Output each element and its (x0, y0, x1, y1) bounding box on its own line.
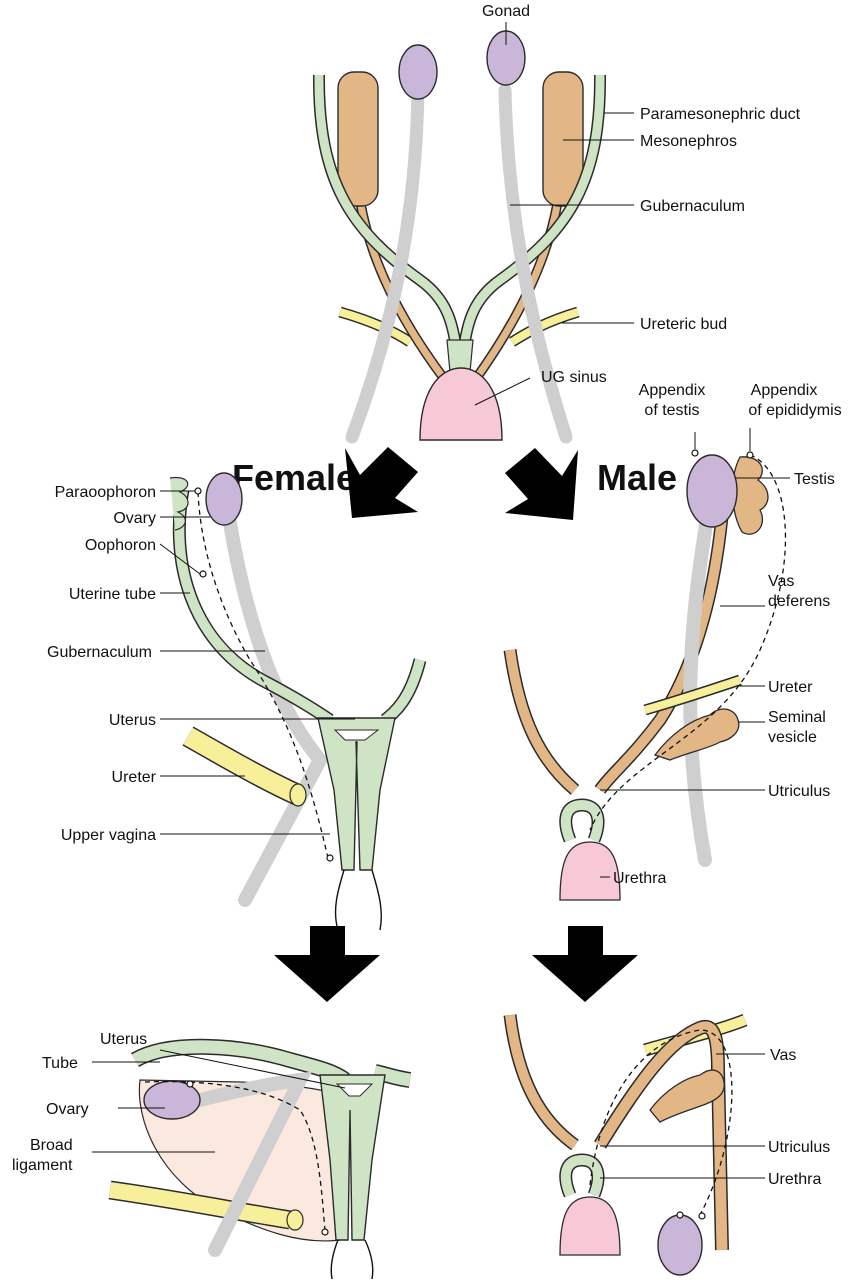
epididymis-mid (733, 457, 768, 534)
testis-mid (687, 455, 737, 527)
label-ovary-bottom: Ovary (46, 1101, 89, 1118)
label-vas-deferens-1: Vas (768, 573, 794, 590)
heading-female: Female (232, 457, 356, 498)
urethra-bottom (560, 1197, 620, 1255)
label-seminal-vesicle-2: vesicle (768, 729, 817, 746)
label-gubernaculum-female: Gubernaculum (47, 644, 152, 661)
label-appendix-epididymis-1: Appendix (751, 382, 818, 399)
urethra-mid (560, 842, 620, 900)
label-ureteric-bud: Ureteric bud (640, 316, 727, 333)
label-uterine-tube: Uterine tube (69, 586, 156, 603)
arrow-male-diagonal (505, 448, 578, 520)
label-broad-ligament-1: Broad (30, 1137, 73, 1154)
label-utriculus-mid: Utriculus (768, 783, 830, 800)
label-paramesonephric-duct: Paramesonephric duct (640, 106, 801, 123)
label-tube: Tube (42, 1055, 78, 1072)
label-vas-deferens-2: deferens (768, 593, 830, 610)
label-oophoron: Oophoron (85, 537, 156, 554)
label-ureter-female: Ureter (112, 769, 157, 786)
label-ovary-mid: Ovary (113, 510, 156, 527)
label-testis: Testis (794, 471, 835, 488)
female-bottom-diagram (92, 1047, 410, 1279)
label-paraoophoron: Paraoophoron (55, 484, 156, 501)
label-appendix-testis-1: Appendix (639, 382, 706, 399)
ovary-mid (206, 473, 242, 525)
label-gubernaculum-top: Gubernaculum (640, 198, 745, 215)
label-seminal-vesicle-1: Seminal (768, 709, 826, 726)
label-appendix-testis-2: of testis (644, 402, 699, 419)
label-upper-vagina: Upper vagina (61, 827, 156, 844)
label-mesonephros: Mesonephros (640, 133, 737, 150)
label-uterus-mid: Uterus (109, 712, 156, 729)
heading-male: Male (597, 457, 677, 498)
label-vas-bottom: Vas (770, 1047, 796, 1064)
gonad-left (399, 45, 437, 99)
label-broad-ligament-2: ligament (12, 1157, 73, 1174)
male-bottom-diagram (510, 1015, 765, 1275)
uterus-mid (318, 718, 395, 870)
label-gonad: Gonad (482, 3, 530, 20)
mesonephros-left (338, 72, 378, 206)
label-utriculus-bottom: Utriculus (768, 1139, 830, 1156)
label-urethra-bottom: Urethra (768, 1171, 821, 1188)
label-appendix-epididymis-2: of epididymis (748, 402, 841, 419)
label-ug-sinus: UG sinus (541, 369, 607, 386)
testis-bottom (658, 1215, 702, 1275)
label-urethra-mid: Urethra (613, 870, 666, 887)
arrow-male-down (532, 926, 638, 1002)
female-mid-diagram (160, 473, 420, 930)
ug-sinus (420, 368, 502, 440)
arrow-female-down (274, 926, 380, 1002)
label-ureter-male: Ureter (768, 679, 813, 696)
label-uterus-bottom: Uterus (100, 1031, 147, 1048)
